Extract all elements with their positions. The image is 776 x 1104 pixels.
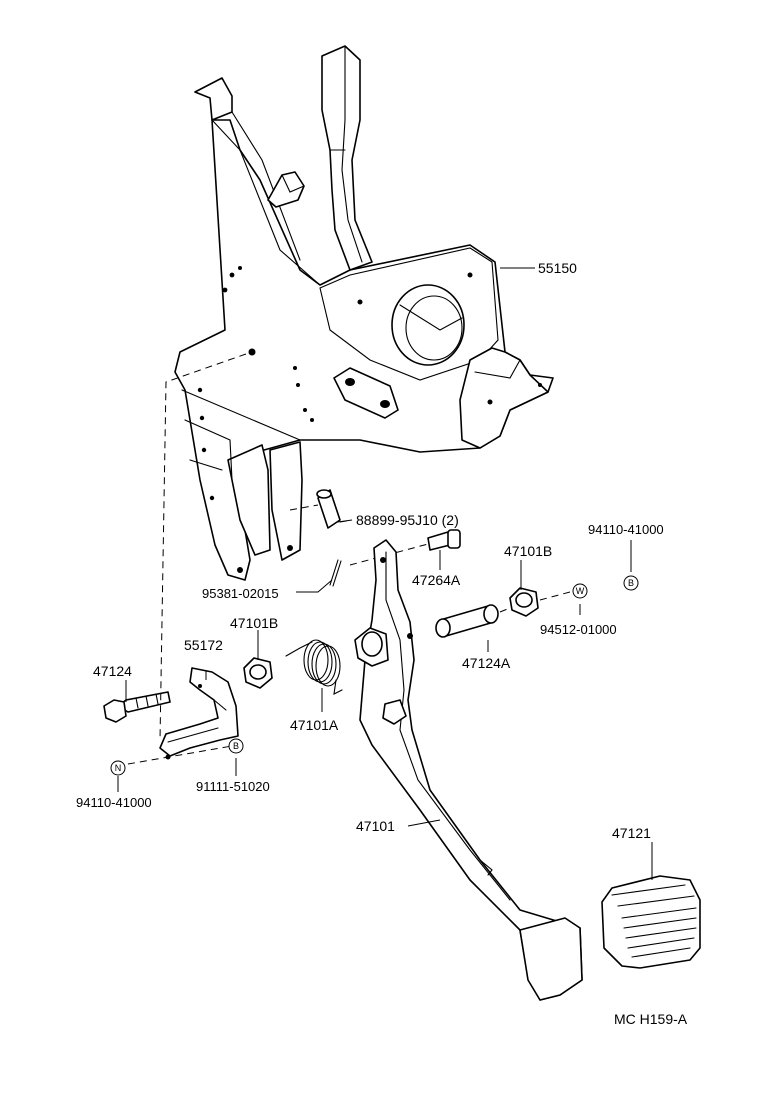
assembly-lines (127, 353, 247, 765)
symbol-n: N (110, 760, 126, 776)
part-labels: 55150 88899-95J10 (2) 94110-41000 47101B… (76, 260, 688, 1027)
label-55172: 55172 (184, 637, 223, 653)
label-47124A: 47124A (462, 655, 511, 671)
label-47101B-b: 47101B (230, 615, 278, 631)
bolt-47264A (349, 529, 461, 566)
pedal-bracket-55150 (174, 45, 554, 581)
svg-text:B: B (233, 741, 239, 751)
label-88899: 88899-95J10 (2) (356, 512, 459, 528)
label-94110-bottom: 94110-41000 (76, 795, 152, 810)
bushing-47101B-left (243, 657, 273, 689)
label-95381: 95381-02015 (202, 586, 279, 601)
symbol-w: W (572, 583, 588, 599)
label-47101A: 47101A (290, 717, 339, 733)
svg-text:W: W (576, 586, 585, 596)
label-94512: 94512-01000 (540, 622, 617, 637)
label-47264A: 47264A (412, 572, 461, 588)
svg-text:N: N (115, 763, 122, 773)
pedal-pad-47121 (601, 875, 701, 969)
stopper-bracket-55172 (159, 667, 239, 760)
bushing-47101B-top (509, 587, 539, 617)
leader-lines (117, 267, 653, 880)
label-91111: 91111-51020 (196, 779, 270, 794)
svg-text:B: B (628, 578, 634, 588)
return-spring-47101A (285, 639, 343, 695)
symbol-b-top: B (623, 575, 639, 591)
collar-47124A (435, 591, 571, 638)
label-47121: 47121 (612, 825, 651, 841)
symbol-b-left: B (228, 738, 244, 754)
label-55150: 55150 (538, 260, 577, 276)
label-94110-top: 94110-41000 (588, 522, 664, 537)
brake-pedal-arm-47101 (354, 539, 583, 1001)
label-47101B-a: 47101B (504, 543, 552, 559)
bolt-47124 (103, 691, 171, 723)
label-47101: 47101 (356, 818, 395, 834)
cotter-pin-95381 (329, 559, 342, 587)
diagram-code: MC H159-A (614, 1011, 688, 1027)
label-47124: 47124 (93, 663, 132, 679)
